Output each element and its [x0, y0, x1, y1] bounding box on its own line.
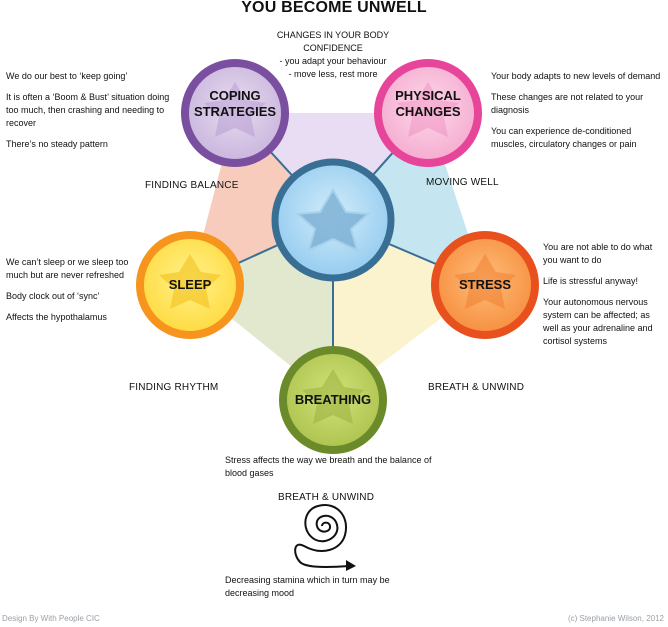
label-breath-unwind-bottom: BREATH & UNWIND	[278, 492, 375, 503]
top-note-line4: - move less, rest more	[288, 69, 378, 79]
physical-text-1: Your body adapts to new levels of demand	[491, 71, 661, 81]
label-finding-balance: FINDING BALANCE	[145, 180, 239, 191]
coping-label-line2: STRATEGIES	[193, 104, 277, 119]
sleep-description: We can’t sleep or we sleep too much but …	[6, 256, 146, 332]
top-note-line2: CONFIDENCE	[303, 43, 363, 53]
sleep-text-1: We can’t sleep or we sleep too much but …	[6, 257, 129, 280]
label-breath-unwind: BREATH & UNWIND	[428, 382, 525, 393]
breathing-circle	[279, 346, 387, 454]
star-icon	[454, 254, 516, 309]
coping-text-1: We do our best to ‘keep going’	[6, 71, 128, 81]
coping-circle	[181, 59, 289, 167]
coping-label: COPING STRATEGIES	[185, 88, 285, 120]
page-title: YOU BECOME UNWELL	[241, 0, 427, 16]
top-note-line1: CHANGES IN YOUR BODY	[276, 30, 390, 40]
stress-description: You are not able to do what you want to …	[543, 241, 665, 356]
physical-text-3: You can experience de-conditioned muscle…	[491, 126, 637, 149]
breathing-note: Stress affects the way we breath and the…	[225, 455, 432, 478]
coping-text-3: There’s no steady pattern	[6, 139, 108, 149]
sleep-text-3: Affects the hypothalamus	[6, 312, 107, 322]
stress-text-1: You are not able to do what you want to …	[543, 242, 653, 265]
star-icon	[397, 82, 459, 137]
stress-label: STRESS	[458, 277, 511, 292]
top-note: CHANGES IN YOUR BODY CONFIDENCE - you ad…	[258, 29, 408, 81]
sector-right	[333, 113, 485, 285]
stress-text-2: Life is stressful anyway!	[543, 276, 639, 286]
center-circle	[271, 158, 395, 282]
physical-label: PHYSICAL CHANGES	[378, 88, 478, 120]
breathing-label: BREATHING	[294, 392, 372, 407]
physical-circle	[374, 59, 482, 167]
stress-text-3: Your autonomous nervous system can be af…	[543, 297, 653, 346]
physical-description: Your body adapts to new levels of demand…	[491, 70, 663, 159]
label-finding-rhythm: FINDING RHYTHM	[129, 382, 219, 393]
sleep-text-2: Body clock out of ‘sync’	[6, 291, 100, 301]
label-moving-well: MOVING WELL	[426, 177, 499, 188]
coping-label-line1: COPING	[209, 88, 261, 103]
star-icon	[204, 82, 266, 137]
bottom-note: Decreasing stamina which in turn may be …	[225, 575, 390, 598]
sleep-label: SLEEP	[168, 277, 212, 292]
physical-label-line2: CHANGES	[395, 104, 461, 119]
footer-copyright: (c) Stephanie Wilson, 2012	[567, 614, 664, 623]
physical-text-2: These changes are not related to your di…	[491, 92, 644, 115]
star-icon	[159, 254, 221, 309]
star-icon	[295, 188, 371, 252]
coping-text-2: It is often a ‘Boom & Bust’ situation do…	[6, 92, 170, 128]
star-icon	[302, 369, 364, 424]
sleep-circle	[136, 231, 244, 339]
spiral-arrow-icon	[294, 504, 356, 571]
stress-circle	[431, 231, 539, 339]
top-note-line3: - you adapt your behaviour	[279, 56, 387, 66]
footer-credit: Design By With People CIC	[2, 614, 100, 623]
coping-description: We do our best to ‘keep going’ It is oft…	[6, 70, 171, 159]
physical-label-line1: PHYSICAL	[395, 88, 461, 103]
